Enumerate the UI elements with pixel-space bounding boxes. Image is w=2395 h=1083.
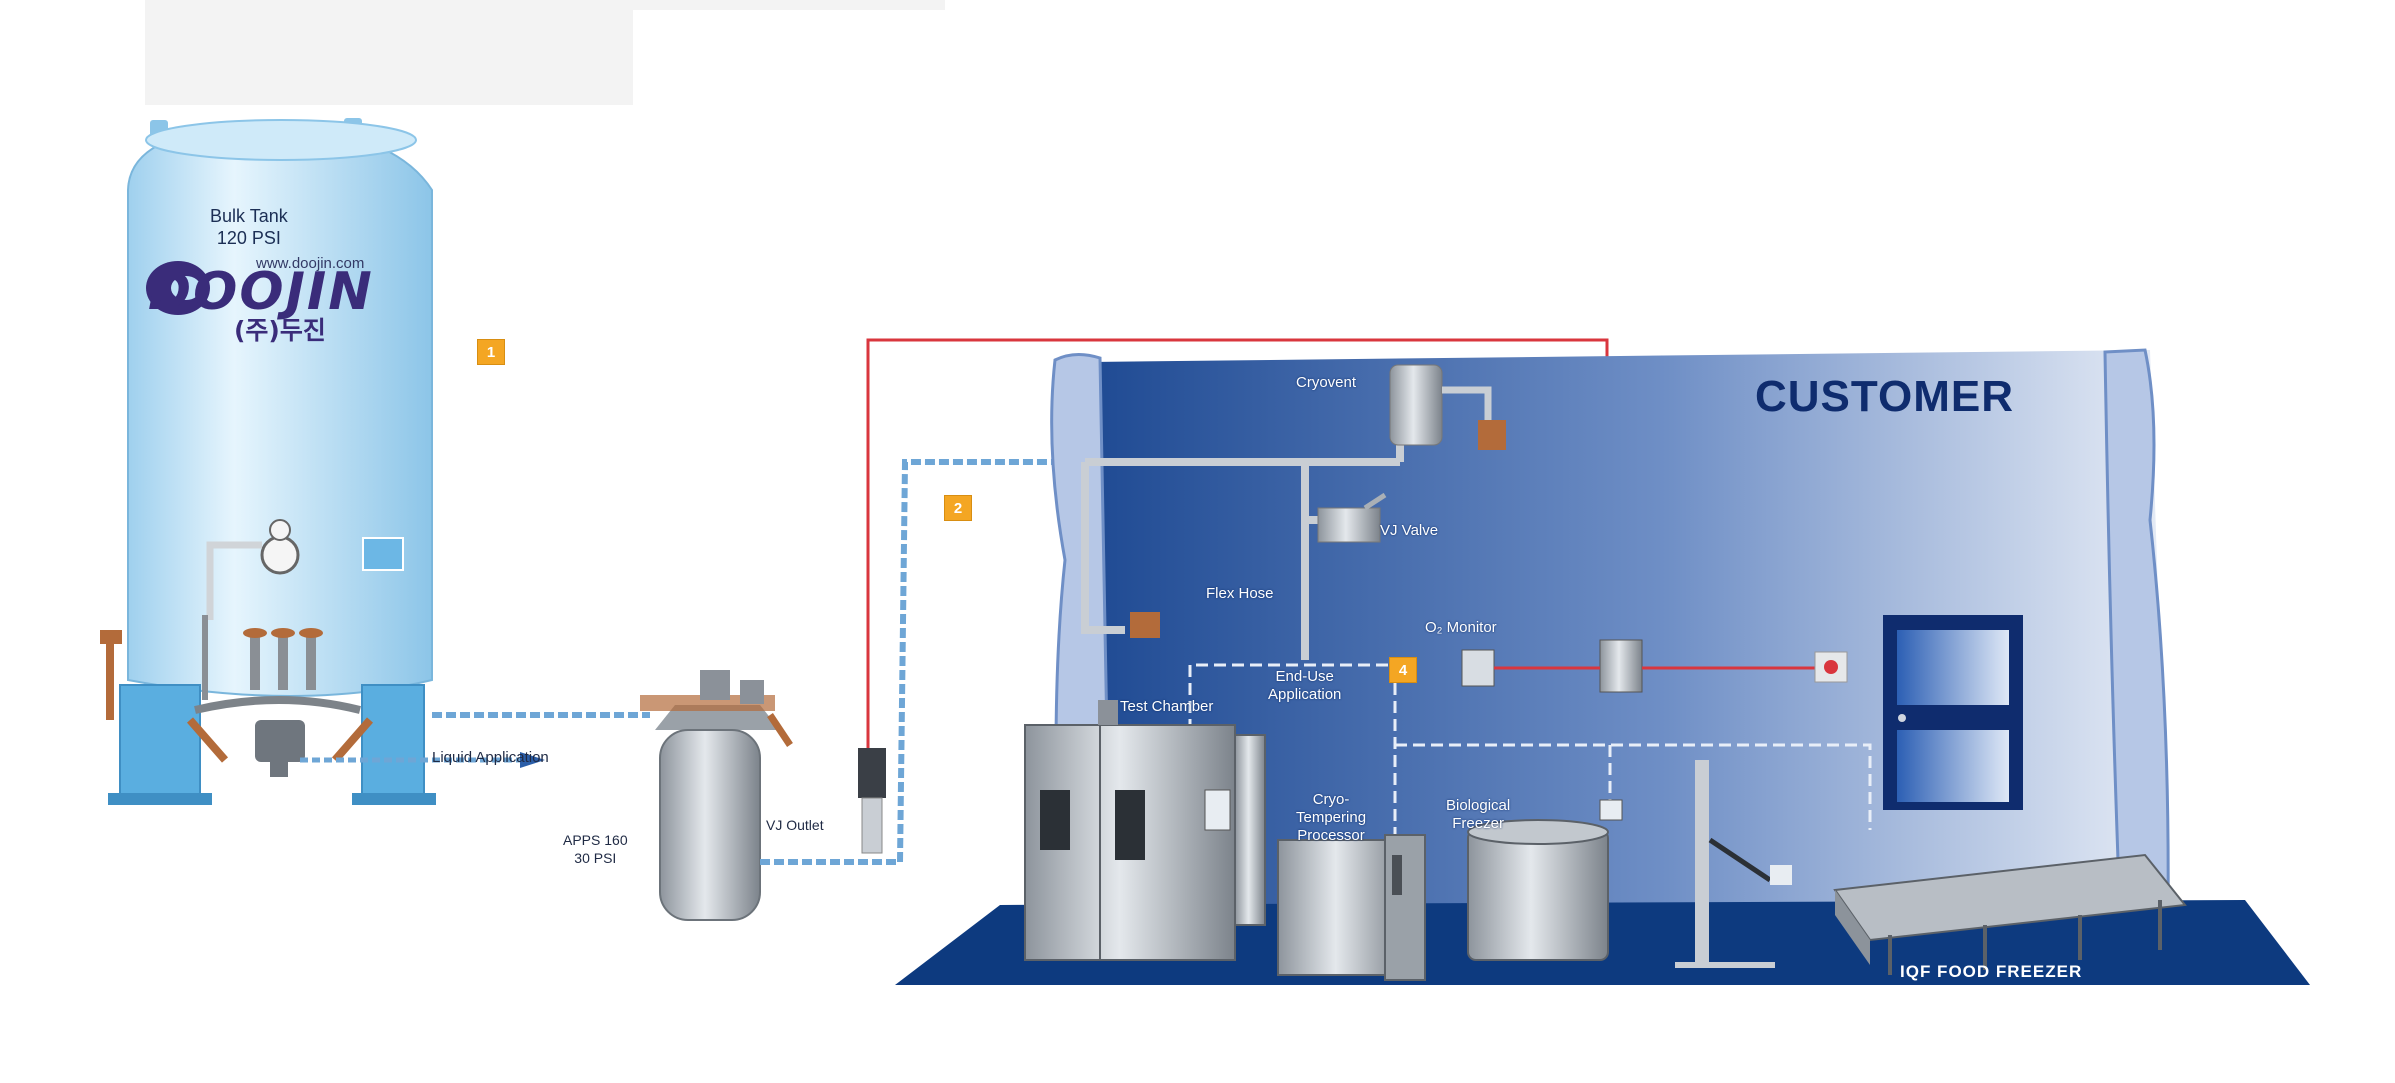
brand-name: DOOJIN bbox=[148, 262, 374, 322]
brand-url: www.doojin.com bbox=[256, 255, 365, 272]
iqf-freezer bbox=[1833, 853, 2187, 975]
apps-160-vessel bbox=[640, 670, 793, 921]
step-badge-1: 1 bbox=[477, 339, 505, 365]
test-chamber-label: Test Chamber bbox=[1120, 698, 1214, 715]
bio-label-line2: Freezer bbox=[1452, 815, 1504, 832]
customer-title: CUSTOMER bbox=[1755, 372, 2014, 421]
biological-freezer-label: Biological Freezer bbox=[1446, 797, 1510, 833]
cryo-label-line2: Tempering bbox=[1296, 809, 1367, 826]
cryo-label-line3: Processor bbox=[1297, 827, 1365, 844]
header-shade bbox=[145, 0, 633, 105]
bulk-tank-label-line2: 120 PSI bbox=[216, 228, 281, 248]
apps-label-line2: 30 PSI bbox=[574, 850, 617, 866]
apps-label: APPS 160 30 PSI bbox=[563, 831, 628, 867]
bulk-tank-label: Bulk Tank 120 PSI bbox=[210, 205, 288, 249]
iqf-label: IQF FOOD FREEZER bbox=[1900, 962, 2083, 981]
sampling-stand bbox=[1675, 760, 1792, 968]
bulk-tank bbox=[100, 118, 436, 805]
end-use-label-line2: Application bbox=[1268, 686, 1342, 703]
vj-valve-label: VJ Valve bbox=[1380, 522, 1439, 539]
cryo-label-line1: Cryo- bbox=[1312, 791, 1350, 808]
liquid-application-label: Liquid Application bbox=[432, 749, 549, 766]
end-use-label: End-Use Application bbox=[1268, 668, 1341, 704]
cryo-tempering-processor bbox=[1277, 834, 1426, 981]
test-chamber bbox=[1024, 700, 1266, 961]
internal-piping bbox=[1081, 364, 1848, 693]
o2-monitor-label: O₂ Monitor bbox=[1425, 619, 1497, 636]
cryovent-label: Cryovent bbox=[1296, 374, 1357, 391]
doojin-logo bbox=[146, 261, 210, 315]
vj-outlet-label: VJ Outlet bbox=[766, 817, 824, 833]
biological-freezer bbox=[1467, 799, 1623, 961]
brand-korean: (주)두진 bbox=[234, 316, 326, 345]
vj-outlet bbox=[760, 459, 1085, 865]
liquid-line bbox=[300, 712, 650, 768]
end-use-label-line1: End-Use bbox=[1275, 668, 1334, 685]
cryo-tempering-label: Cryo- Tempering Processor bbox=[1296, 791, 1366, 845]
apps-label-line1: APPS 160 bbox=[563, 832, 628, 848]
step-badge-4: 4 bbox=[1389, 657, 1417, 683]
flex-hose-label: Flex Hose bbox=[1206, 585, 1274, 602]
bio-label-line1: Biological bbox=[1446, 797, 1511, 814]
bulk-tank-label-line1: Bulk Tank bbox=[210, 206, 288, 226]
header-shade-2 bbox=[630, 0, 945, 10]
step-badge-2: 2 bbox=[944, 495, 972, 521]
